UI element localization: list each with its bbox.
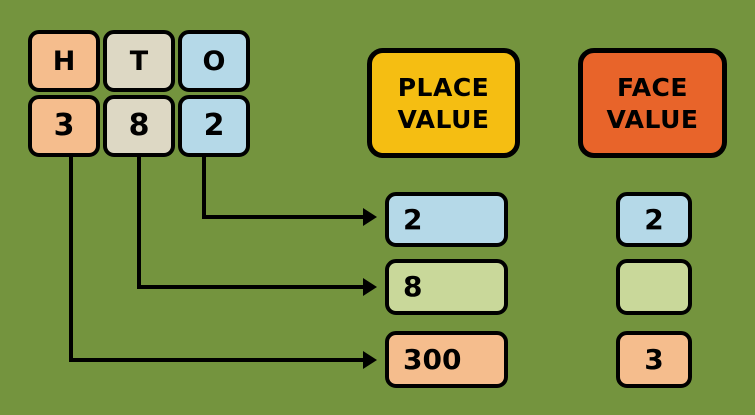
place-heading-hundreds: H <box>28 30 100 92</box>
digit-hundreds: 3 <box>28 95 100 157</box>
place-value-tens-label: 8 <box>403 270 423 303</box>
digit-tens: 8 <box>103 95 175 157</box>
place-value-header-line2: VALUE <box>397 104 490 134</box>
connector-hundreds-horizontal <box>69 358 365 362</box>
connector-tens-horizontal <box>137 285 365 289</box>
place-value-row-hundreds: 300 <box>385 331 508 388</box>
place-heading-tens: T <box>103 30 175 92</box>
place-value-header-line1: PLACE <box>397 72 490 102</box>
place-heading-hundreds-label: H <box>52 45 76 77</box>
face-value-header-line1: FACE <box>617 72 688 102</box>
place-value-hundreds-label: 300 <box>403 342 462 376</box>
connector-tens-arrowhead <box>363 278 377 296</box>
connector-ones-arrowhead <box>363 208 377 226</box>
face-value-row-hundreds: 3 <box>616 331 692 388</box>
connector-hundreds-arrowhead <box>363 351 377 369</box>
connector-ones-vertical <box>202 155 206 217</box>
place-value-row-ones: 2 <box>385 192 508 247</box>
place-value-ones-label: 2 <box>403 202 423 236</box>
place-value-header: PLACE VALUE <box>367 48 520 158</box>
face-value-ones-label: 2 <box>644 202 664 236</box>
face-value-header-line2: VALUE <box>606 104 699 134</box>
connector-hundreds-vertical <box>69 155 73 360</box>
connector-ones-horizontal <box>202 215 365 219</box>
face-value-header: FACE VALUE <box>578 48 727 158</box>
place-heading-tens-label: T <box>129 45 149 77</box>
connector-tens-vertical <box>137 155 141 287</box>
place-heading-ones-label: O <box>202 45 226 77</box>
digit-ones: 2 <box>178 95 250 157</box>
face-value-row-ones: 2 <box>616 192 692 247</box>
digit-tens-label: 8 <box>128 108 150 143</box>
place-heading-ones: O <box>178 30 250 92</box>
digit-ones-label: 2 <box>203 108 225 143</box>
face-value-hundreds-label: 3 <box>644 342 664 376</box>
place-value-row-tens: 8 <box>385 259 508 315</box>
face-value-row-tens <box>616 259 692 315</box>
digit-hundreds-label: 3 <box>53 108 75 143</box>
